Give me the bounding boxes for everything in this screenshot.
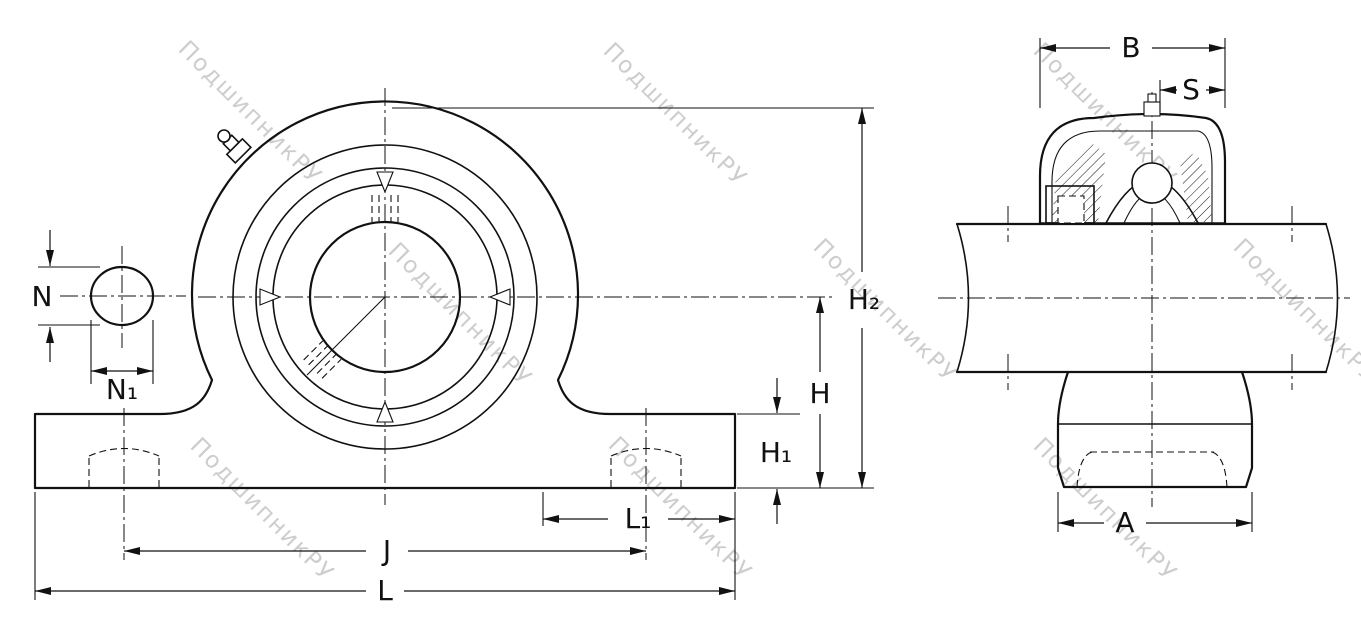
dimension-H1: H₁ — [760, 378, 792, 524]
side-view: B S A — [938, 31, 1350, 539]
front-centerlines — [60, 88, 836, 560]
grease-fitting — [217, 129, 253, 165]
base-outline — [1056, 370, 1254, 489]
lube-groove-marks — [259, 171, 511, 423]
dimension-J: J — [124, 534, 646, 567]
setscrew-hidden-top — [371, 195, 399, 222]
dimension-H: H — [809, 297, 831, 488]
bolt-slot-right — [610, 448, 682, 487]
top-grease-fitting — [1143, 93, 1161, 117]
dim-label-H: H — [809, 377, 830, 410]
section-diagonal-line — [306, 296, 386, 376]
watermark-text: ПодшипникРУ — [808, 234, 962, 388]
lube-mark-bottom — [376, 400, 394, 423]
dim-label-A: A — [1115, 506, 1134, 539]
lube-mark-left — [259, 288, 282, 306]
shaft-right-end — [1325, 223, 1339, 373]
dim-label-H2: H₂ — [848, 283, 880, 316]
bearing-cap — [1038, 93, 1227, 225]
front-extension-lines — [34, 107, 874, 600]
lube-mark-right — [488, 288, 511, 306]
pedestal-base — [1056, 370, 1254, 489]
bore-circle — [308, 220, 462, 374]
dimension-H2: H₂ — [848, 108, 880, 488]
watermark-text: ПодшипникРУ — [598, 38, 752, 192]
bolt-slot-left — [88, 448, 160, 487]
setscrew-hidden — [1057, 195, 1085, 224]
dimension-N: N — [32, 230, 54, 362]
dim-label-B: B — [1121, 31, 1140, 64]
watermark-text: ПодшипникРУ — [1228, 234, 1361, 388]
dimension-B: B — [1040, 31, 1225, 64]
cap-outline — [1038, 112, 1227, 225]
dim-label-L1: L₁ — [625, 502, 652, 535]
bolt-hole-detail — [89, 265, 155, 327]
dimension-L: L — [35, 574, 735, 607]
bearing-ball — [1131, 162, 1173, 204]
dim-label-J: J — [381, 534, 391, 567]
dimension-S: S — [1160, 73, 1225, 106]
watermark-text: ПодшипникРУ — [185, 433, 339, 587]
dimension-L1: L₁ — [543, 502, 735, 535]
shaft-left-end — [956, 223, 970, 373]
dimension-A: A — [1058, 506, 1252, 539]
front-view: N N₁ H₂ H H₁ L₁ — [32, 88, 880, 607]
outer-ring-od-circle — [232, 144, 538, 450]
dim-label-H1: H₁ — [760, 436, 792, 469]
lube-mark-top — [376, 171, 394, 194]
dimension-N1: N₁ — [91, 367, 153, 406]
outer-raceway-circle — [255, 167, 515, 427]
dim-label-N1: N₁ — [106, 373, 138, 406]
watermark-text: ПодшипникРУ — [1028, 433, 1182, 587]
watermark-text: ПодшипникРУ — [173, 36, 327, 190]
housing-outline — [33, 100, 737, 490]
shaft — [955, 222, 1339, 374]
setscrew-hidden-diagonal — [303, 340, 342, 379]
grease-fitting-ball — [217, 129, 231, 143]
dim-label-N: N — [32, 280, 53, 313]
cap-inner-contour — [1051, 130, 1213, 223]
watermark-layer: ПодшипникРУ ПодшипникРУ ПодшипникРУ Подш… — [173, 36, 1361, 587]
dim-label-S: S — [1182, 73, 1200, 106]
dim-label-L: L — [377, 574, 393, 607]
